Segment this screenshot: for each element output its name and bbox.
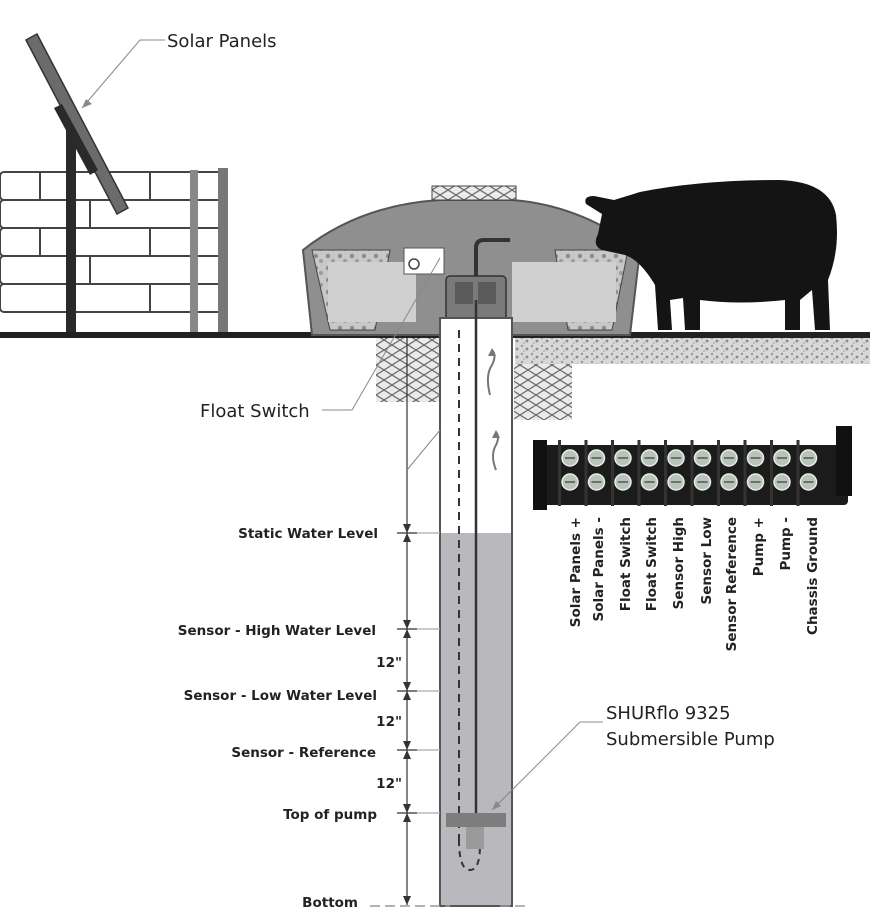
sensor-low-label: Sensor - Low Water Level: [184, 688, 377, 704]
fence: [0, 168, 228, 334]
terminal-divider: [743, 440, 747, 506]
terminal-label: Sensor High: [671, 517, 687, 609]
gap-label: 12": [376, 776, 402, 792]
terminal-label: Float Switch: [644, 517, 660, 611]
float-switch-label: Float Switch: [200, 401, 310, 422]
terminal-divider: [770, 440, 773, 506]
solar-panels-label: Solar Panels: [167, 31, 277, 52]
terminal-divider: [717, 440, 720, 506]
concrete-right: [514, 364, 572, 420]
terminal-label: Solar Panels -: [591, 517, 607, 621]
terminal-label: Sensor Low: [699, 517, 715, 605]
terminal-label: Float Switch: [618, 517, 634, 611]
concrete-left: [376, 338, 440, 402]
gap-label: 12": [376, 655, 402, 671]
float-leader: [322, 257, 441, 411]
gap-label: 12": [376, 714, 402, 730]
top-of-pump-label: Top of pump: [283, 807, 377, 823]
terminal-divider: [690, 440, 694, 506]
terminal-divider: [796, 440, 800, 506]
terminal-divider: [558, 440, 561, 506]
well-casing: [370, 300, 530, 907]
solar-panel-icon: [24, 32, 130, 334]
depth-dimension: [397, 338, 440, 905]
gravel-surface: [515, 338, 870, 364]
terminal-divider: [584, 440, 588, 506]
bottom-label: Bottom: [302, 895, 358, 911]
pump-leader: [491, 721, 603, 811]
terminal-label: Pump +: [751, 517, 767, 576]
terminal-label: Sensor Reference: [724, 517, 740, 651]
terminal-label: Pump -: [778, 517, 794, 571]
terminal-label: Chassis Ground: [805, 517, 821, 635]
solar-leader: [81, 39, 165, 109]
water-trough: [301, 185, 642, 336]
terminal-divider: [637, 440, 641, 506]
terminal-labels: Solar Panels + Solar Panels - Float Swit…: [568, 517, 821, 651]
terminal-label: Solar Panels +: [568, 517, 584, 627]
static-water-level-label: Static Water Level: [238, 526, 378, 542]
terminal-divider: [611, 440, 614, 506]
sensor-reference-label: Sensor - Reference: [231, 745, 376, 761]
cow-icon: [585, 180, 837, 330]
terminal-block: [533, 426, 852, 510]
terminal-divider: [664, 440, 667, 506]
pump-model-label: SHURflo 9325: [606, 703, 731, 724]
pump-body: [446, 813, 506, 827]
sensor-high-label: Sensor - High Water Level: [178, 623, 376, 639]
pump-type-label: Submersible Pump: [606, 729, 775, 750]
